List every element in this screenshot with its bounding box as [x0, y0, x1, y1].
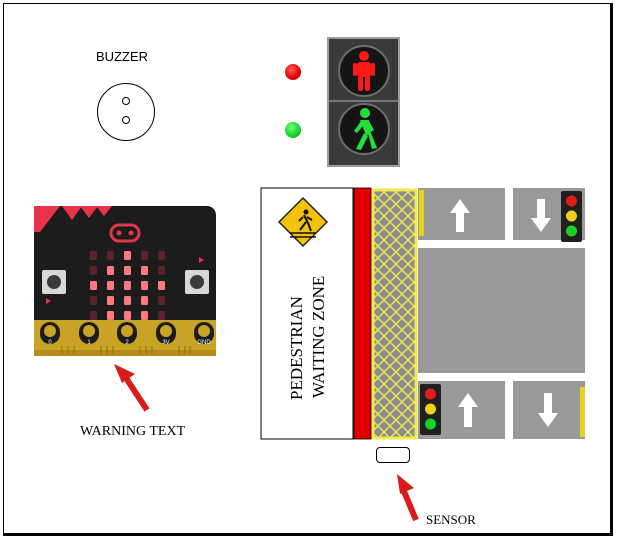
crossing-sensor-area	[371, 188, 418, 440]
road	[418, 188, 585, 439]
buzzer-label: BUZZER	[96, 49, 148, 64]
microbit-board: 0 1 2 3V GND	[34, 206, 216, 356]
red-curb	[353, 187, 372, 440]
red-led-icon	[285, 64, 301, 80]
led-matrix	[90, 251, 165, 320]
microbit-logo	[109, 223, 141, 243]
buzzer-icon	[97, 83, 155, 141]
traffic-light-icon	[420, 384, 441, 435]
sensor-icon	[376, 447, 410, 463]
pedestrian-crossing-sign-icon	[277, 196, 329, 248]
green-led-icon	[285, 122, 301, 138]
button-a	[42, 270, 66, 304]
pin-label-1: 1	[87, 340, 91, 346]
buzzer-pin	[122, 97, 130, 105]
zone-label-line1: PEDESTRIAN	[287, 296, 306, 400]
edge-connector	[40, 322, 214, 354]
warning-text-label: WARNING TEXT	[80, 424, 186, 439]
signal-divider	[329, 100, 398, 102]
walking-person-icon	[354, 108, 377, 150]
red-pedestrian-lamp	[338, 45, 390, 97]
traffic-light-icon	[561, 191, 582, 242]
button-b	[185, 257, 209, 294]
warning-arrow-icon	[114, 364, 150, 412]
pin-label-gnd: GND	[197, 340, 211, 346]
zone-label-line2: WAITING ZONE	[309, 276, 328, 398]
sensor-label: SENSOR	[426, 512, 476, 527]
pin-label-2: 2	[125, 340, 129, 346]
up-arrow-icon	[458, 393, 478, 427]
pin-label-3v: 3V	[162, 340, 169, 346]
pedestrian-signal	[327, 37, 400, 167]
sensor-arrow-icon	[397, 474, 419, 522]
down-arrow-icon	[538, 393, 558, 427]
up-arrow-icon	[450, 199, 470, 232]
green-pedestrian-lamp	[338, 103, 390, 155]
down-arrow-icon	[531, 199, 551, 232]
buzzer-pin	[122, 116, 130, 124]
standing-person-icon	[353, 51, 375, 91]
pin-label-0: 0	[48, 340, 52, 346]
